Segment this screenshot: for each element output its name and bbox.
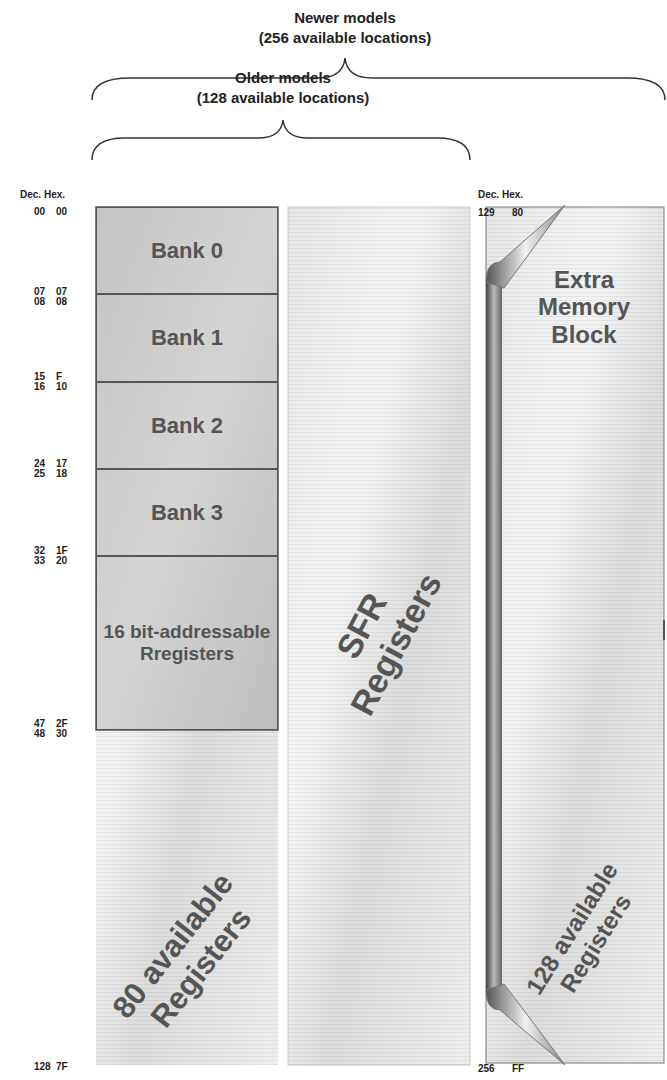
region-label: SFR Registers xyxy=(302,536,456,733)
address-number: 08 xyxy=(34,297,45,307)
address-number: 129 xyxy=(478,208,495,218)
address-number: 17 xyxy=(56,459,67,469)
address-number: 47 xyxy=(34,719,45,729)
memory-region: Extra Memory Block 128 available Register… xyxy=(504,207,664,1063)
address-number: FF xyxy=(512,1064,524,1074)
bracket-heading: Older models xyxy=(235,70,331,85)
address-number: 2F xyxy=(56,719,68,729)
address-number: 16 xyxy=(34,382,45,392)
address-number: 15 xyxy=(34,372,45,382)
address-number: 25 xyxy=(34,469,45,479)
bracket-heading: Newer models xyxy=(294,10,396,25)
address-number: 32 xyxy=(34,546,45,556)
region-label: Extra Memory Block xyxy=(524,266,644,349)
memory-region: SFR Registers xyxy=(288,207,470,1063)
memory-region: Bank 0 xyxy=(96,207,278,294)
memory-region: Bank 3 xyxy=(96,469,278,556)
region-label: 128 available Registers xyxy=(518,854,650,1019)
address-number: 33 xyxy=(34,556,45,566)
memory-region: Bank 2 xyxy=(96,382,278,469)
address-number: 128 xyxy=(34,1062,51,1072)
memory-region: 80 available Registers xyxy=(96,730,278,1063)
address-number: 18 xyxy=(56,469,67,479)
memory-region: 16 bit-addressable Rregisters xyxy=(96,556,278,730)
address-number: 00 xyxy=(34,207,45,217)
address-number: 10 xyxy=(56,382,67,392)
address-number: Hex. xyxy=(502,190,523,200)
address-number: 48 xyxy=(34,729,45,739)
address-number: F xyxy=(56,372,62,382)
address-number: 256 xyxy=(478,1064,495,1074)
address-number: 1F xyxy=(56,546,68,556)
bracket-heading: (256 available locations) xyxy=(259,30,432,45)
region-label: Bank 0 xyxy=(151,238,223,263)
region-label: Bank 2 xyxy=(151,413,223,438)
address-number: 08 xyxy=(56,297,67,307)
region-label: Bank 1 xyxy=(151,325,223,350)
address-number: 07 xyxy=(56,287,67,297)
region-label: 16 bit-addressable Rregisters xyxy=(102,621,272,665)
address-number: 7F xyxy=(56,1062,68,1072)
region-label: Bank 3 xyxy=(151,500,223,525)
address-number: Dec. xyxy=(20,190,41,200)
address-number: 20 xyxy=(56,556,67,566)
region-label: 80 available Registers xyxy=(103,863,271,1050)
address-number: 30 xyxy=(56,729,67,739)
address-number: 00 xyxy=(56,207,67,217)
address-number: 07 xyxy=(34,287,45,297)
bracket-heading: (128 available locations) xyxy=(197,90,370,105)
memory-region: Bank 1 xyxy=(96,294,278,382)
address-number: 80 xyxy=(512,208,523,218)
address-number: Dec. xyxy=(478,190,499,200)
address-number: Hex. xyxy=(44,190,65,200)
address-number: 24 xyxy=(34,459,45,469)
